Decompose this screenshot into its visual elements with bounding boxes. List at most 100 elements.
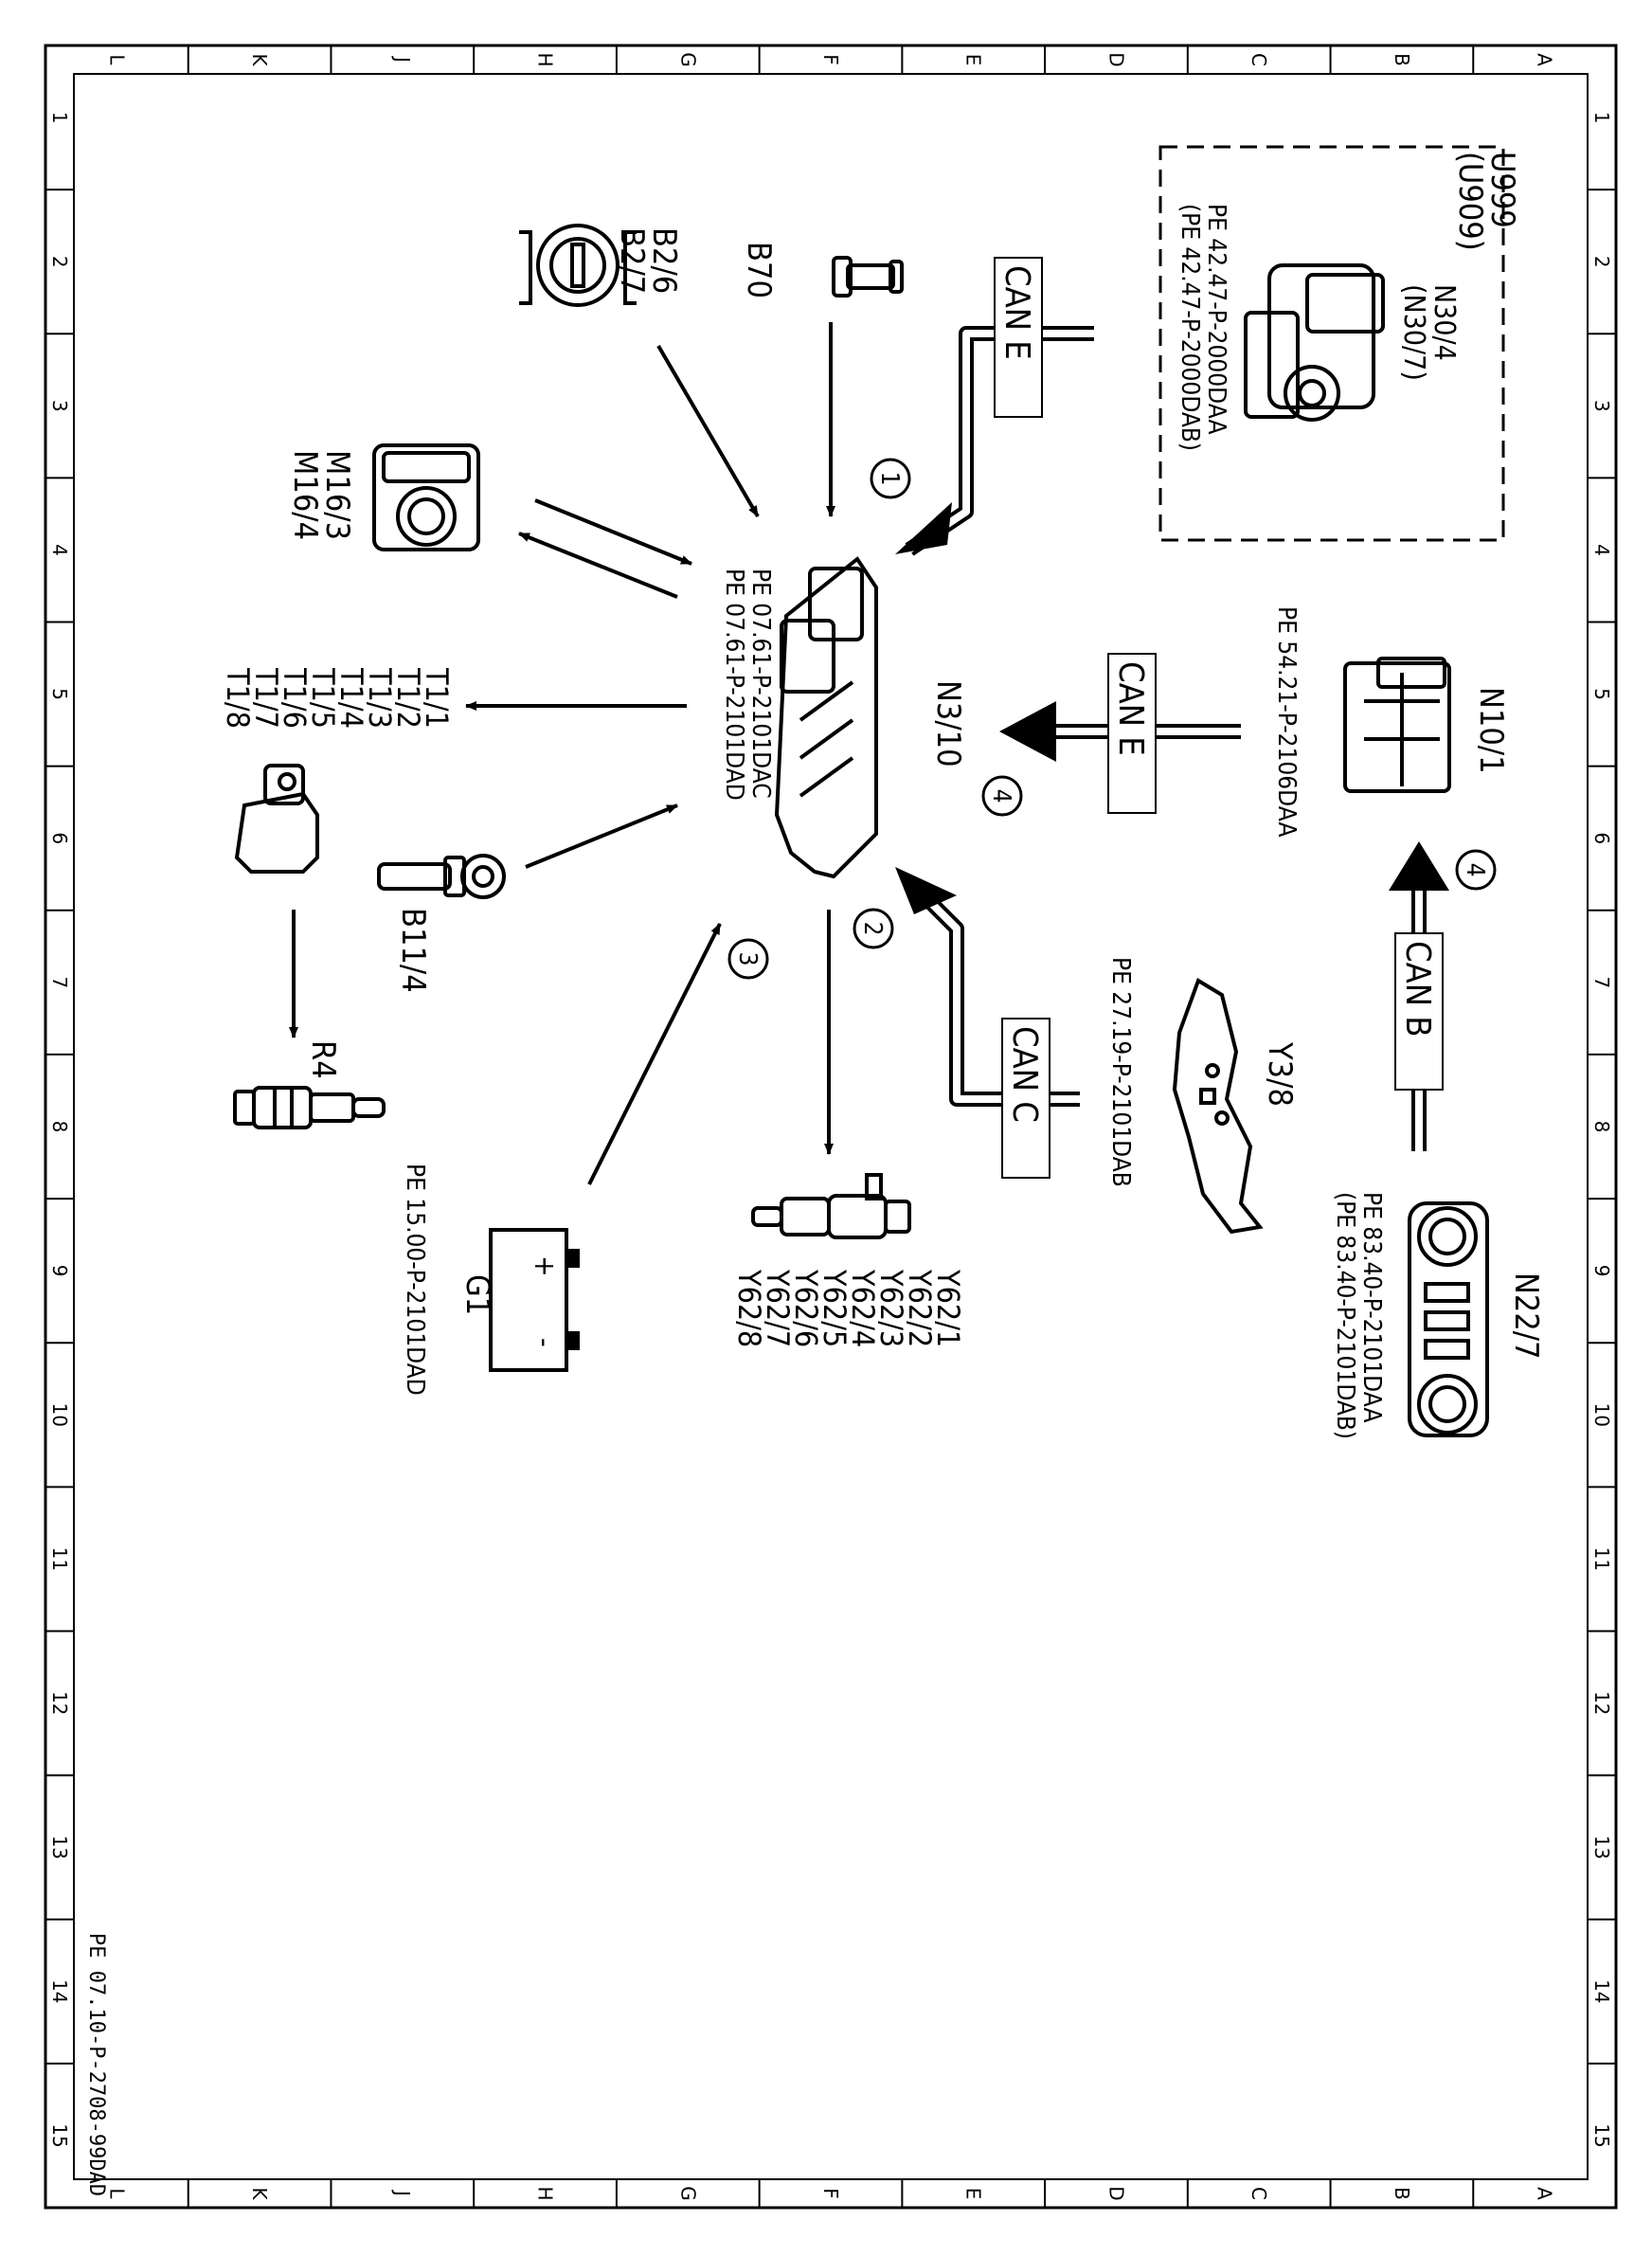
b11-4-label: B11/4 — [394, 908, 432, 993]
n22-7-ref-a: PE 83.40-P-2101DAA — [1357, 1192, 1386, 1422]
sheet-frame — [44, 44, 1618, 2210]
y62-2-label: Y62/2 — [902, 1269, 938, 1347]
grid-row-label-left: 9 — [48, 1265, 71, 1277]
spark-plug-illustration — [233, 1086, 386, 1129]
y62-1-label: Y62/1 — [930, 1269, 966, 1347]
grid-row-label-right: 3 — [1590, 400, 1613, 412]
grid-col-label-bottom: K — [248, 2187, 271, 2200]
y62-3-label: Y62/3 — [873, 1269, 909, 1347]
u999-dashed-boundary — [1158, 145, 1505, 542]
svg-text:4: 4 — [1461, 863, 1489, 877]
u999-module-group: U999 (U909) N30/4 (N30/7) PE 42.47-P-200… — [1158, 145, 1521, 542]
svg-text:Y62/1 Y62/2 Y62/3: Y62/1 Y62/2 Y62/3 Y62/4 Y62/5 Y62/6 Y62/… — [731, 1269, 966, 1356]
b2-6-label: B2/6 — [645, 227, 683, 294]
n3-10-ref-a: PE 07.61-P-2101DAC — [746, 569, 775, 799]
n3-10-ref-b: PE 07.61-P-2101DAD — [720, 569, 748, 801]
m16-to-ecu-arrow — [534, 498, 692, 566]
n10-1-group: N10/1 PE 54.21-P-2106DAA — [1272, 606, 1510, 837]
grid-row-label-left: 12 — [48, 1691, 71, 1715]
r4-group: R4 — [233, 1040, 386, 1129]
grid-col-label-top: H — [534, 52, 557, 66]
y3-8-group: Y3/8 PE 27.19-P-2101DAB — [1106, 957, 1299, 1235]
grid-col-label-top: L — [105, 54, 128, 65]
b11-4-group: B11/4 — [377, 803, 678, 993]
svg-text:3: 3 — [733, 952, 762, 966]
t1-3-label: T1/3 — [362, 667, 398, 729]
r4-label: R4 — [304, 1040, 342, 1079]
grid-row-label-left: 1 — [48, 112, 71, 124]
svg-text:M16/3 M16/4: M16/3 M16/4 — [286, 450, 356, 550]
b70-group: B70 — [740, 242, 904, 517]
marker-4-ecu: 4 — [981, 775, 1023, 817]
grid-row-label-right: 15 — [1590, 2123, 1613, 2147]
svg-text:PE 42.47-P-2000DAA (PE: PE 42.47-P-2000DAA (PE 42.47-P-2000DAB) — [1176, 204, 1230, 451]
grid-row-label-right: 12 — [1590, 1691, 1613, 1715]
marker-3: 3 — [727, 938, 769, 980]
grid-col-label-bottom: J — [391, 2189, 414, 2196]
grid-row-label-left: 5 — [48, 688, 71, 700]
grid-row-label-right: 7 — [1590, 976, 1613, 988]
y3-8-ref: PE 27.19-P-2101DAB — [1106, 957, 1135, 1187]
svg-text:4: 4 — [987, 789, 1015, 803]
grid-col-label-top: A — [1534, 53, 1556, 66]
svg-text:N30/4 (N30/7): N30/4 (N30/7) — [1397, 284, 1461, 381]
can-e-2-arrowhead — [999, 701, 1056, 762]
grid-col-label-bottom: A — [1534, 2187, 1556, 2200]
svg-text:T1/1 T1/2 T1/3: T1/1 T1/2 T1/3 T1/4 T1/5 T1/6 T1/7 T1/8 — [220, 667, 455, 737]
y62-8-label: Y62/8 — [731, 1269, 767, 1347]
grid-col-label-bottom: C — [1248, 2187, 1270, 2200]
grid-row-label-right: 6 — [1590, 832, 1613, 844]
climate-control-illustration — [1408, 1201, 1489, 1437]
b2-7-label: B2/7 — [613, 227, 651, 294]
grid-col-label-bottom: B — [1391, 2187, 1413, 2200]
grid-col-label-top: F — [819, 54, 842, 65]
y62-6-label: Y62/6 — [788, 1269, 824, 1347]
grid-row-label-left: 7 — [48, 976, 71, 988]
grid-col-label-bottom: L — [105, 2188, 128, 2199]
grid-row-label-right: 5 — [1590, 688, 1613, 700]
g1-ref: PE 15.00-P-2101DAD — [401, 1164, 429, 1396]
sam-module-illustration — [1343, 657, 1451, 793]
svg-text:1: 1 — [875, 472, 904, 486]
grid-row-label-right: 9 — [1590, 1265, 1613, 1277]
grid-row-label-left: 15 — [48, 2123, 71, 2147]
svg-text:PE 83.40-P-2101DAA (PE: PE 83.40-P-2101DAA (PE 83.40-P-2101DAB) — [1331, 1192, 1386, 1439]
y62-group: Y62/1 Y62/2 Y62/3 Y62/4 Y62/5 Y62/6 Y62/… — [731, 910, 966, 1356]
marker-2: 2 — [853, 908, 894, 949]
t1-group: T1/1 T1/2 T1/3 T1/4 T1/5 T1/6 T1/7 T1/8 — [220, 667, 687, 1038]
can-c-arrowhead — [895, 867, 957, 914]
coolant-sensor-illustration — [377, 854, 506, 899]
can-b-link: CAN B — [1389, 841, 1449, 1151]
t1-8-label: T1/8 — [220, 667, 256, 729]
b70-label: B70 — [740, 242, 778, 298]
g1-label: G1 — [458, 1274, 496, 1315]
document-id: PE 07.10-P-2708-99DAD — [84, 1933, 108, 2196]
grid-col-label-bottom: G — [676, 2186, 699, 2201]
n3-10-label: N3/10 — [929, 680, 967, 767]
grid-col-label-bottom: E — [962, 2188, 985, 2200]
grid-row-label-left: 2 — [48, 256, 71, 268]
can-c-link: CAN C — [895, 867, 1080, 1179]
y3-8-label: Y3/8 — [1261, 1041, 1299, 1107]
b2-6-group: B2/6 B2/7 — [519, 224, 760, 518]
b11-4-arrow — [525, 803, 678, 869]
grid-col-label-bottom: F — [819, 2188, 842, 2199]
t1-4-label: T1/4 — [333, 667, 369, 729]
u999-label: U999 — [1483, 152, 1521, 228]
n22-7-group: N22/7 PE 83.40-P-2101DAA (PE 83.40-P-210… — [1331, 1192, 1545, 1439]
svg-text:B2/6 B2/7: B2/6 B2/7 — [613, 227, 683, 303]
grid-row-label-left: 4 — [48, 544, 71, 556]
can-c-label: CAN C — [1005, 1026, 1044, 1123]
ecu-to-m16-arrow — [518, 532, 678, 599]
grid-row-label-left: 14 — [48, 1979, 71, 2003]
can-e-1-arrowhead — [895, 502, 952, 554]
grid-col-label-bottom: H — [534, 2186, 557, 2200]
grid-row-label-left: 10 — [48, 1403, 71, 1427]
grid-col-label-top: C — [1248, 53, 1270, 66]
n30-7-label: (N30/7) — [1397, 284, 1430, 381]
grid-row-label-left: 8 — [48, 1121, 71, 1133]
grid-row-label-right: 13 — [1590, 1835, 1613, 1859]
n10-1-label: N10/1 — [1472, 687, 1510, 774]
grid-col-label-top: J — [391, 55, 414, 63]
